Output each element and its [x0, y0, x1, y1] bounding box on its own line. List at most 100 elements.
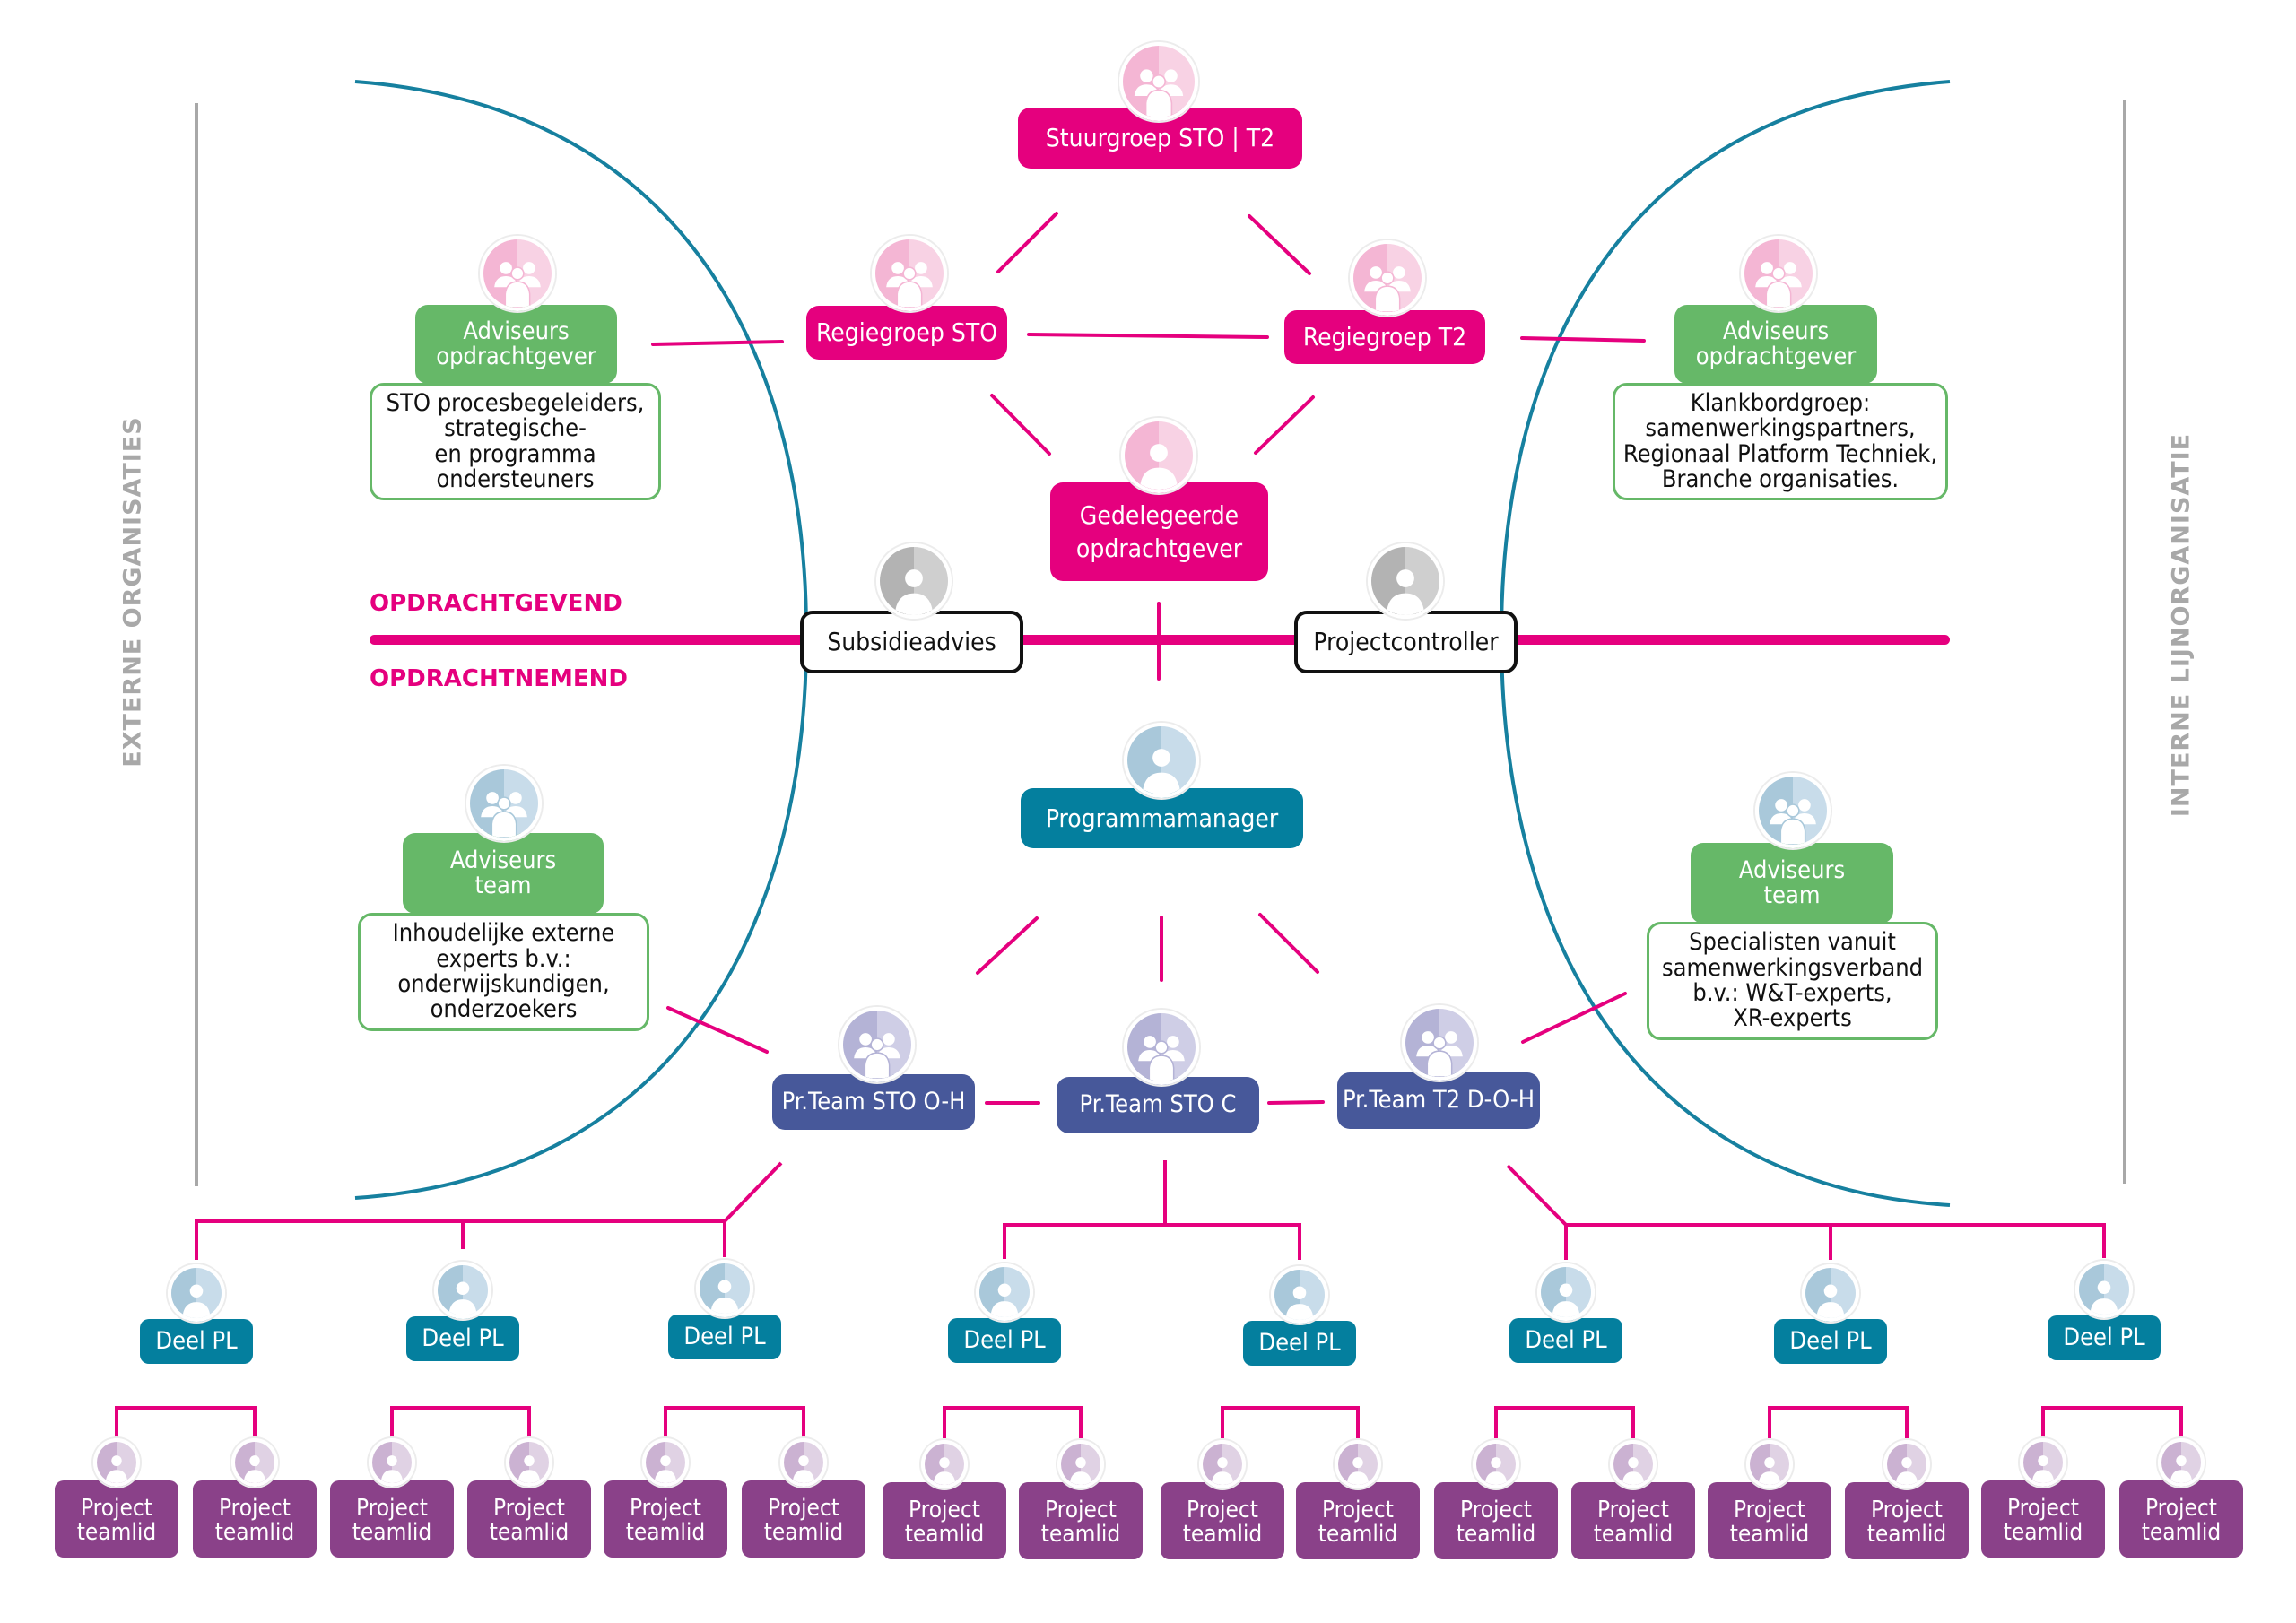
- gedelegeerde-line1: Gedelegeerde: [1079, 499, 1239, 530]
- gedelegeerde-node[interactable]: Gedelegeerde opdrachtgever: [1050, 482, 1268, 581]
- group-icon: [872, 236, 947, 311]
- divider-bar: [370, 635, 1950, 645]
- bracket-team1-deel: [195, 1219, 726, 1260]
- person-icon: [976, 1263, 1033, 1321]
- bracket-deel-teamlid: [390, 1406, 531, 1438]
- person-icon: [231, 1438, 278, 1487]
- advisors-client-left-node[interactable]: Adviseurs opdrachtgever: [415, 305, 617, 384]
- group-icon: [466, 766, 542, 841]
- bracket-team3-deel: [1564, 1223, 2106, 1260]
- regiegroep-sto-node[interactable]: Regiegroep STO: [806, 306, 1007, 360]
- group-icon: [1124, 1010, 1199, 1085]
- programmamanager-node[interactable]: Programmamanager: [1021, 788, 1303, 848]
- advisors-team-right-desc: Specialisten vanuit samenwerkingsverband…: [1647, 922, 1938, 1040]
- teamlid-line1: Project: [2145, 1494, 2217, 1522]
- deel-pl-node[interactable]: Deel PL: [2048, 1315, 2161, 1360]
- person-icon: [1057, 1440, 1104, 1488]
- deel-pl-node[interactable]: Deel PL: [1243, 1321, 1356, 1366]
- person-icon: [506, 1438, 552, 1487]
- deel-pl-node[interactable]: Deel PL: [1509, 1318, 1622, 1363]
- advisors-team-right-node[interactable]: Adviseurs team: [1691, 843, 1893, 924]
- teamlid-line1: Project: [909, 1496, 980, 1523]
- regiegroep-t2-node[interactable]: Regiegroep T2: [1284, 310, 1485, 364]
- person-icon: [1368, 543, 1443, 619]
- group-icon: [1755, 773, 1831, 848]
- link-pm-team-1: [976, 916, 1039, 975]
- deel-pl-node[interactable]: Deel PL: [140, 1319, 253, 1364]
- advisors-team-left-node[interactable]: Adviseurs team: [403, 833, 604, 914]
- desc-line: samenwerkingsverband: [1661, 953, 1924, 982]
- teamlid-line2: teamlid: [1729, 1521, 1810, 1548]
- teamlid-line2: teamlid: [352, 1519, 432, 1546]
- teamlid-line2: teamlid: [76, 1519, 157, 1546]
- title-line2: team: [474, 872, 532, 899]
- person-icon: [1335, 1440, 1381, 1488]
- deel-pl-node[interactable]: Deel PL: [406, 1316, 519, 1361]
- teamlid-line1: Project: [1045, 1496, 1117, 1523]
- group-icon: [1350, 240, 1425, 316]
- advisors-client-right-node[interactable]: Adviseurs opdrachtgever: [1674, 305, 1877, 384]
- bracket-deel-teamlid: [664, 1406, 805, 1438]
- project-team-sto-oh-node[interactable]: Pr.Team STO O-H: [772, 1074, 975, 1130]
- desc-line: b.v.: W&T-experts,: [1692, 979, 1892, 1007]
- title-line1: Adviseurs: [463, 317, 570, 345]
- person-icon: [1537, 1263, 1595, 1321]
- desc-line: samenwerkingspartners,: [1645, 414, 1916, 443]
- teamlid-line2: teamlid: [1040, 1521, 1121, 1548]
- bracket-deel-teamlid: [943, 1406, 1083, 1438]
- title-line1: Adviseurs: [449, 846, 557, 874]
- deel-pl-node[interactable]: Deel PL: [668, 1315, 781, 1359]
- person-icon: [1746, 1440, 1793, 1488]
- desc-line: onderwijskundigen,: [397, 970, 610, 998]
- teamlid-line2: teamlid: [2141, 1519, 2222, 1546]
- link-team3-down: [1506, 1164, 1568, 1227]
- teamlid-line2: teamlid: [904, 1521, 985, 1548]
- person-icon: [1610, 1440, 1657, 1488]
- teamlid-line2: teamlid: [489, 1519, 570, 1546]
- person-icon: [876, 543, 952, 619]
- teamlid-line2: teamlid: [2003, 1519, 2083, 1546]
- person-icon: [1199, 1440, 1246, 1488]
- subsidieadvies-node[interactable]: Subsidieadvies: [800, 611, 1023, 673]
- person-icon: [2158, 1438, 2205, 1487]
- person-icon: [921, 1440, 968, 1488]
- desc-line: XR-experts: [1733, 1004, 1852, 1033]
- desc-line: ondersteuners: [436, 464, 595, 493]
- person-icon: [1271, 1266, 1328, 1324]
- bracket-deel-teamlid: [115, 1406, 257, 1438]
- person-icon: [642, 1438, 689, 1487]
- teamlid-line1: Project: [1597, 1496, 1669, 1523]
- project-team-sto-c-node[interactable]: Pr.Team STO C: [1057, 1077, 1259, 1133]
- deel-pl-node[interactable]: Deel PL: [1774, 1319, 1887, 1364]
- opdrachtnemend-label: OPDRACHTNEMEND: [370, 665, 628, 692]
- teamlid-line1: Project: [1187, 1496, 1258, 1523]
- teamlid-line1: Project: [1322, 1496, 1394, 1523]
- deel-pl-node[interactable]: Deel PL: [948, 1318, 1061, 1363]
- group-icon: [1741, 236, 1816, 311]
- teamlid-line2: teamlid: [625, 1519, 706, 1546]
- project-team-t2-doh-node[interactable]: Pr.Team T2 D-O-H: [1337, 1072, 1540, 1129]
- link-team2-team3: [1267, 1100, 1325, 1105]
- opdrachtgevend-label: OPDRACHTGEVEND: [370, 590, 622, 617]
- teamlid-line2: teamlid: [763, 1519, 844, 1546]
- projectcontroller-node[interactable]: Projectcontroller: [1294, 611, 1518, 673]
- teamlid-line2: teamlid: [1456, 1521, 1536, 1548]
- right-side-label: INTERNE LIJNORGANISATIE: [2167, 432, 2196, 818]
